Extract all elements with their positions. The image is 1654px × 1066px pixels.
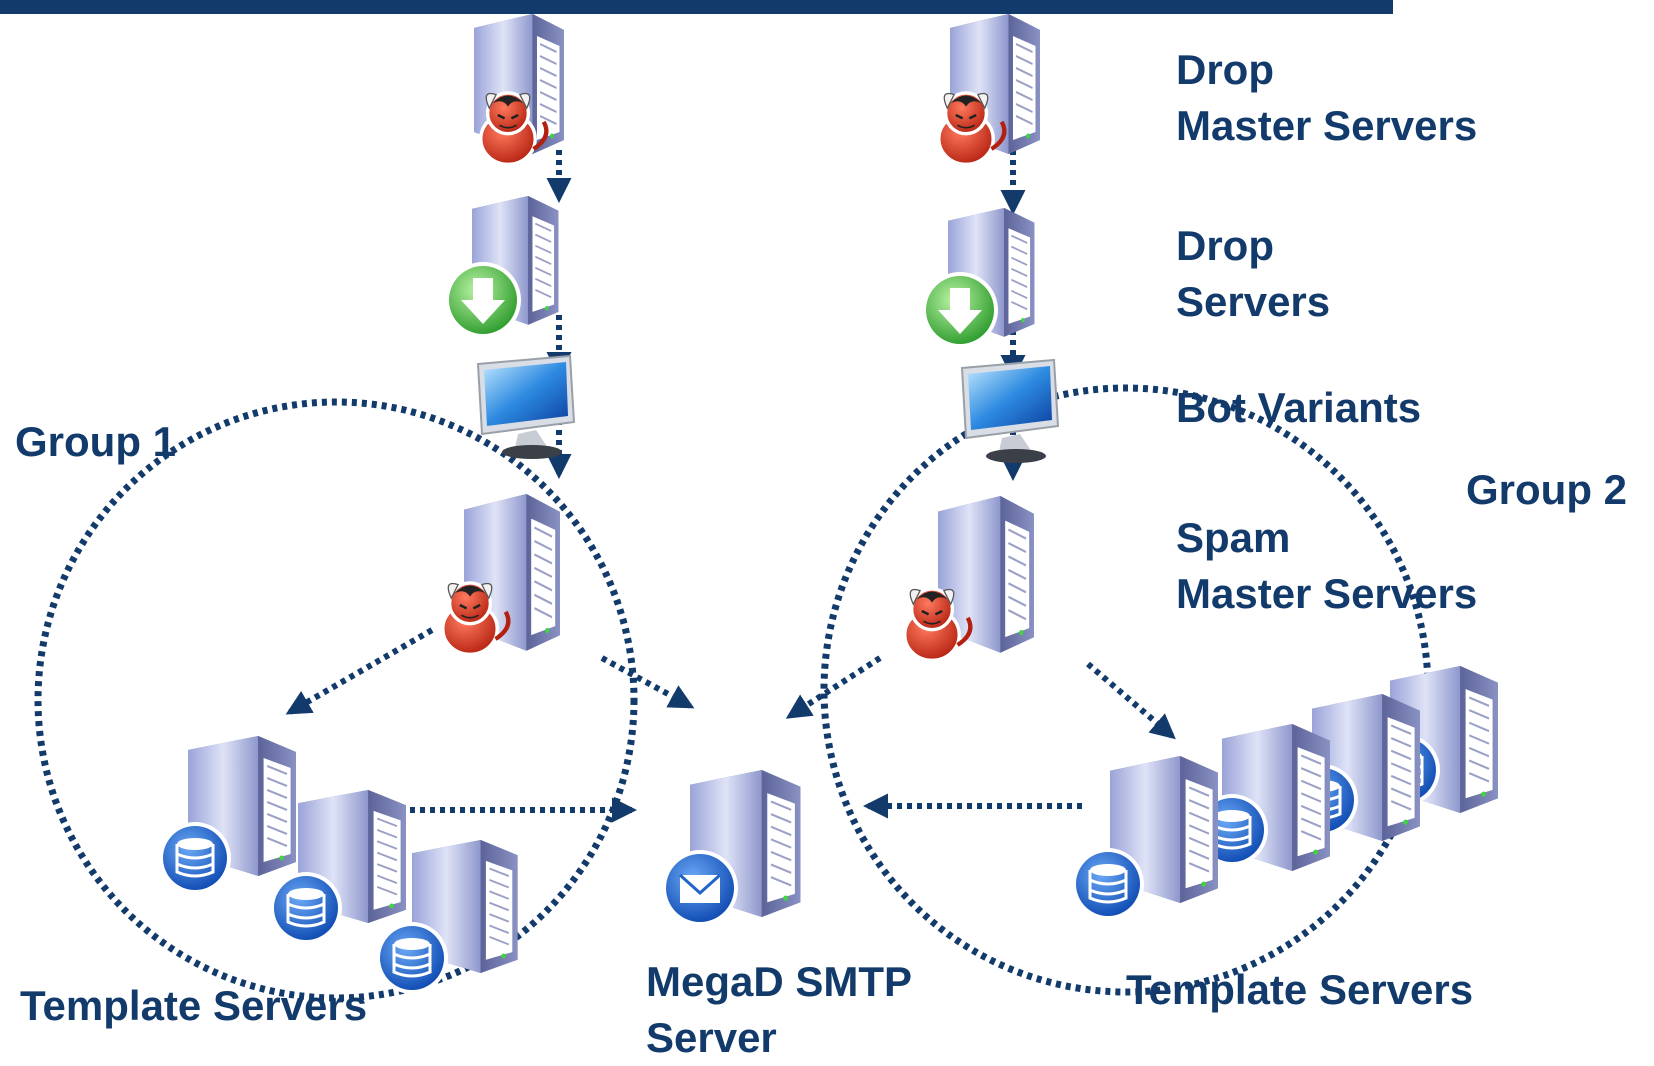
arrow-sm2-to-template2 xyxy=(1086,661,1176,740)
label-drop-master-servers: Drop Master Servers xyxy=(1176,46,1478,149)
download-arrow-icon xyxy=(922,272,998,348)
arrow-sm2-to-smtp xyxy=(785,655,882,719)
database-icon xyxy=(374,920,450,996)
label-megad-smtp-server: MegaD SMTP Server xyxy=(646,958,913,1061)
label-spam-master-servers: Spam Master Servers xyxy=(1176,514,1478,617)
label-template-servers-left: Template Servers xyxy=(20,982,368,1029)
database-icon xyxy=(268,870,344,946)
download-arrow-icon xyxy=(445,262,521,338)
bot-monitor-2 xyxy=(961,359,1059,464)
arrow-sm1-to-smtp xyxy=(600,655,695,709)
header-bar xyxy=(0,0,1393,14)
mail-envelope-icon xyxy=(660,848,740,928)
database-icon xyxy=(1070,846,1146,922)
label-drop-servers: Drop Servers xyxy=(1176,222,1331,325)
arrow-sm1-to-template1 xyxy=(285,627,434,715)
label-group-1: Group 1 xyxy=(15,418,177,465)
database-icon xyxy=(157,820,233,896)
label-bot-variants: Bot Variants xyxy=(1176,384,1422,431)
label-template-servers-right: Template Servers xyxy=(1126,966,1474,1013)
group1-circle xyxy=(34,398,638,1002)
label-group-2: Group 2 xyxy=(1466,466,1628,513)
